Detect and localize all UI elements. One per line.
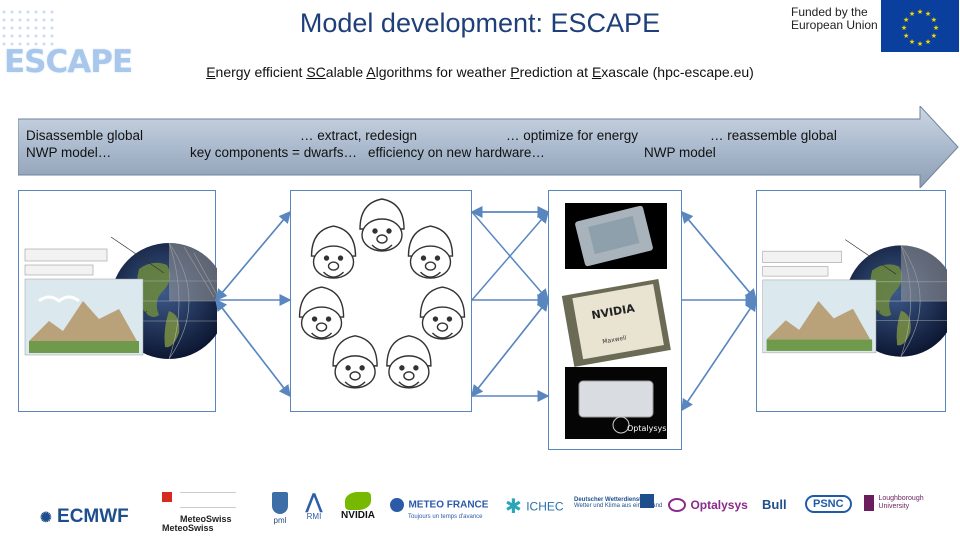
dwarf-head-icon — [332, 335, 378, 389]
connector-arrow — [215, 211, 291, 302]
subtitle-segment: alable — [325, 64, 367, 80]
eu-flag-icon: ★★★★★★★★★★★★ — [881, 0, 959, 52]
connector-arrow — [471, 298, 549, 397]
connector-arrow — [681, 211, 757, 302]
connector-arrow — [215, 210, 291, 301]
eu-star-icon: ★ — [903, 16, 909, 24]
process-arrow — [18, 106, 959, 188]
eu-star-icon: ★ — [931, 16, 937, 24]
funded-line-2: European Union — [791, 18, 878, 32]
meteo-france-icon — [390, 497, 404, 512]
subtitle-initial: E — [591, 64, 602, 80]
step-disassemble: Disassemble global NWP model… — [26, 128, 144, 160]
panel-reassembled-model — [756, 190, 959, 412]
panel-hardware: NVIDIA Maxwell Optalysys — [548, 190, 682, 450]
connector-arrow — [681, 298, 757, 411]
step-extract: … extract, redesign key components = dwa… — [190, 128, 418, 160]
eu-star-icon: ★ — [931, 32, 937, 40]
swiss-flag-icon — [162, 492, 172, 502]
meteo-france-logo: METEO FRANCE Toujours un temps d'avance — [390, 496, 488, 520]
panel-nwp-model — [18, 190, 229, 412]
pml-shield-icon — [272, 492, 288, 514]
escape-logo-text: ESCAPE — [4, 44, 133, 80]
meteoswiss-address-lines — [180, 492, 236, 508]
eu-star-icon: ★ — [903, 32, 909, 40]
globe-model-image — [24, 236, 229, 360]
connector-arrow — [681, 299, 757, 412]
dwarf-head-icon — [298, 286, 345, 340]
subtitle: Energy efficient SCalable Algorithms for… — [0, 64, 960, 80]
eu-star-icon: ★ — [925, 10, 931, 18]
subtitle-segment: nergy efficient — [215, 64, 307, 80]
ecmwf-logo: ✺ ECMWF — [40, 506, 129, 527]
subtitle-initial: A — [366, 64, 376, 80]
subtitle-segment: rediction at — [519, 64, 592, 80]
funded-line-1: Funded by the — [791, 5, 868, 19]
step-optimize: … optimize for energy efficiency on new … — [368, 128, 639, 160]
dwarf-head-icon — [310, 225, 357, 279]
page-title: Model development: ESCAPE — [299, 8, 661, 38]
connector-arrow — [471, 210, 549, 301]
meteoswiss-logo: MeteoSwiss MeteoSwiss — [160, 490, 246, 534]
loughborough-logo: Loughborough University — [864, 495, 924, 513]
ichec-logo: ✱ ICHEC — [505, 496, 564, 518]
dwd-mark-icon — [640, 494, 654, 508]
connector-arrow — [471, 211, 549, 302]
ecmwf-swirl-icon: ✺ — [40, 509, 52, 525]
eu-star-icon: ★ — [917, 40, 923, 48]
subtitle-initial: P — [510, 64, 520, 80]
ichec-swirl-icon: ✱ — [505, 496, 522, 518]
eu-star-icon: ★ — [925, 38, 931, 46]
optalysys-device-label: Optalysys — [627, 424, 666, 433]
logo-dot-grid — [0, 8, 55, 50]
eu-star-icon: ★ — [909, 10, 915, 18]
bull-logo: Bull — [762, 497, 787, 512]
step-reassemble: … reassemble global NWP model — [644, 128, 837, 160]
subtitle-segment: xascale (hpc-escape.eu) — [601, 64, 754, 80]
connector-arrow — [215, 299, 291, 398]
optalysys-logo: Optalysys — [668, 496, 748, 514]
connector-arrow — [681, 210, 757, 301]
subtitle-initial: SC — [306, 64, 326, 80]
escape-logo: ESCAPE — [0, 8, 133, 80]
optalysys-ring-icon — [668, 497, 686, 512]
dwarfs-ring-image — [298, 198, 466, 389]
dwarf-head-icon — [386, 335, 432, 389]
rmi-mark-icon: ⋀ — [305, 491, 323, 513]
eu-star-icon: ★ — [917, 8, 923, 16]
eu-star-icon: ★ — [901, 24, 907, 32]
pml-logo: pml — [268, 492, 292, 532]
nvidia-eye-icon — [345, 492, 371, 510]
loughborough-crest-icon — [864, 495, 874, 511]
hardware-images: NVIDIA Maxwell Optalysys — [561, 203, 671, 439]
connector-arrow — [215, 298, 291, 397]
psnc-logo: PSNC — [805, 495, 852, 513]
eu-stars: ★★★★★★★★★★★★ — [901, 8, 939, 48]
dwarf-head-icon — [407, 225, 454, 279]
subtitle-initial: E — [206, 64, 216, 80]
eu-star-icon: ★ — [909, 38, 915, 46]
nvidia-logo: NVIDIA — [338, 492, 378, 521]
dwarf-head-icon — [359, 198, 405, 252]
globe-model-image-2 — [762, 239, 959, 357]
dwarf-head-icon — [419, 286, 466, 340]
subtitle-segment: lgorithms for weather — [375, 64, 511, 80]
panel-dwarfs — [290, 190, 472, 412]
eu-star-icon: ★ — [933, 24, 939, 32]
rmi-logo: ⋀ RMI — [302, 492, 326, 521]
gpu-model-label: Maxwell — [602, 334, 628, 345]
funded-by-label: Funded by the European Union — [791, 6, 878, 32]
connector-arrow — [471, 299, 549, 398]
dwd-logo: Deutscher Wetterdienst Wetter und Klima … — [574, 497, 663, 509]
